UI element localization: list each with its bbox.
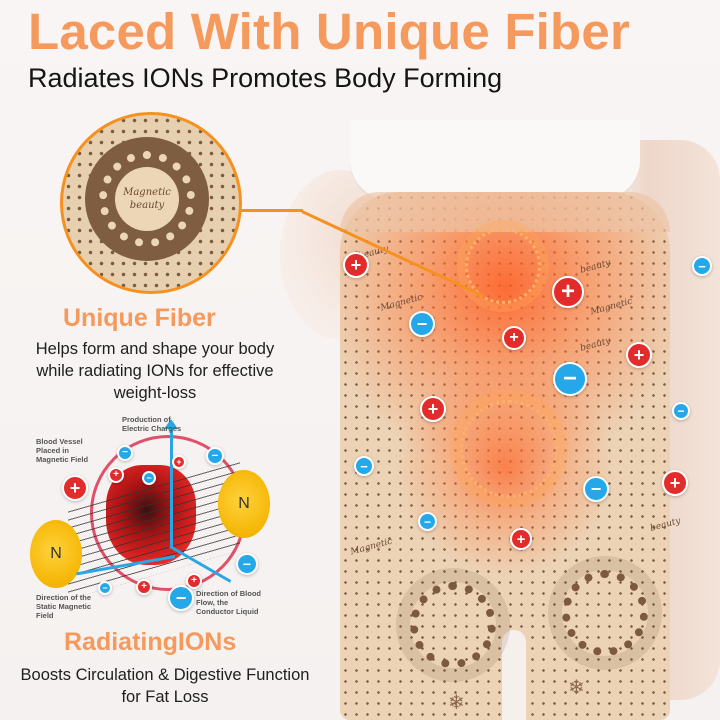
magnet-right: N xyxy=(218,470,270,538)
negative-ion-icon: − xyxy=(672,402,690,420)
white-top xyxy=(350,120,640,200)
section-title-unique-fiber: Unique Fiber xyxy=(63,304,216,332)
shapewear-figure: ❄ ❄ beauty Magnetic beauty Magnetic beau… xyxy=(280,100,720,720)
label-blood-flow: Direction of Blood Flow, the Conductor L… xyxy=(196,589,261,616)
section-body-radiating-ions: Boosts Circulation & Digestive Function … xyxy=(20,666,310,706)
section-body-unique-fiber: Helps form and shape your body while rad… xyxy=(35,340,275,402)
fabric-text: Magnetic xyxy=(123,187,171,198)
rosette-right-thigh xyxy=(562,570,648,656)
positive-ion-icon: + xyxy=(662,470,688,496)
magnetic-field-diagram: N N + + + + + − − − − − − Production of … xyxy=(20,405,270,620)
positive-ion-icon: + xyxy=(172,455,186,469)
waistband xyxy=(340,192,670,232)
leg-gap xyxy=(502,630,526,720)
callout-leader-line xyxy=(236,209,303,212)
negative-ion-icon: − xyxy=(409,311,435,337)
fabric-rosette-center: Magnetic beauty xyxy=(115,167,179,231)
negative-ion-icon: − xyxy=(418,512,437,531)
negative-ion-icon: − xyxy=(168,585,194,611)
positive-ion-icon: + xyxy=(62,475,88,501)
snowflake-icon: ❄ xyxy=(568,677,585,699)
label-production-of-charges: Production of Electric Charges xyxy=(122,415,182,433)
negative-ion-icon: − xyxy=(553,362,587,396)
negative-ion-icon: − xyxy=(98,581,112,595)
label-static-field: Direction of the Static Magnetic Field xyxy=(36,593,92,620)
headline: Laced With Unique Fiber xyxy=(28,3,631,60)
glowing-rosette-upper xyxy=(465,228,541,304)
positive-ion-icon: + xyxy=(626,342,652,368)
snowflake-icon: ❄ xyxy=(448,692,465,714)
positive-ion-icon: + xyxy=(510,528,532,550)
fabric-closeup: Magnetic beauty xyxy=(60,112,242,294)
arrow-up-icon xyxy=(164,419,178,547)
positive-ion-icon: + xyxy=(343,252,369,278)
subheadline: Radiates IONs Promotes Body Forming xyxy=(28,63,503,93)
negative-ion-icon: − xyxy=(142,471,156,485)
glowing-rosette-lower xyxy=(460,400,558,498)
magnet-left: N xyxy=(30,520,82,588)
rosette-left-thigh xyxy=(410,582,496,668)
positive-ion-icon: + xyxy=(108,467,124,483)
positive-ion-icon: + xyxy=(502,326,526,350)
positive-ion-icon: + xyxy=(186,573,202,589)
positive-ion-icon: + xyxy=(420,396,446,422)
negative-ion-icon: − xyxy=(354,456,374,476)
negative-ion-icon: − xyxy=(583,476,609,502)
negative-ion-icon: − xyxy=(692,256,712,276)
fabric-rosette-petals xyxy=(99,151,195,247)
label-blood-vessel: Blood Vessel Placed in Magnetic Field xyxy=(36,437,89,464)
fabric-text: beauty xyxy=(129,200,165,211)
negative-ion-icon: − xyxy=(206,447,224,465)
negative-ion-icon: − xyxy=(236,553,258,575)
negative-ion-icon: − xyxy=(117,445,133,461)
positive-ion-icon: + xyxy=(136,579,152,595)
section-title-radiating-ions: RadiatingIONs xyxy=(64,628,237,656)
positive-ion-icon: + xyxy=(552,276,584,308)
